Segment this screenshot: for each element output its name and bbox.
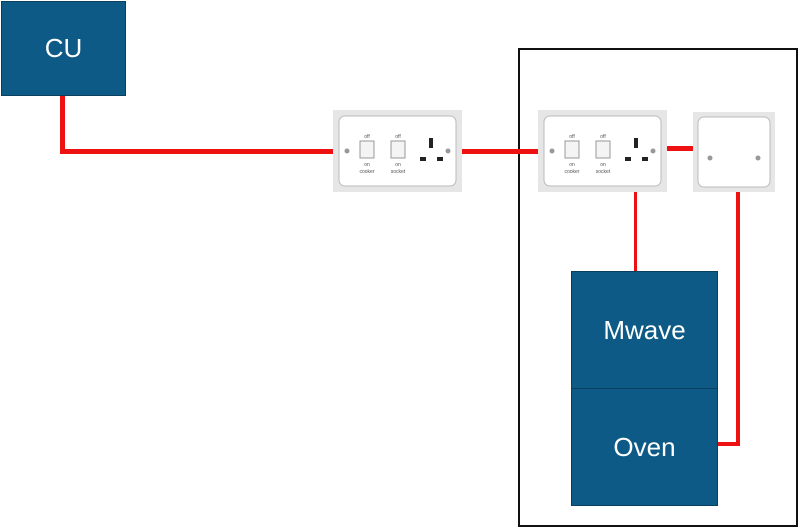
switch-label-off: off <box>364 134 370 140</box>
connection-plate <box>693 112 775 192</box>
screw-icon <box>549 148 555 154</box>
switch-label-off: off <box>395 134 401 140</box>
screw-icon <box>344 148 350 154</box>
cooker-switch-plate-2: off on cooker off on socket <box>538 110 667 192</box>
oven-label: Oven <box>613 431 676 462</box>
wire-connector-down <box>736 190 740 446</box>
screw-icon <box>445 148 451 154</box>
socket-earth-pin-icon <box>429 138 433 148</box>
wire-switch2-to-connector <box>666 146 694 151</box>
wire-to-oven <box>718 442 740 446</box>
switch-label-cooker: cooker <box>359 169 374 175</box>
wire-cu-to-switch1 <box>60 149 334 154</box>
switch-label-off: off <box>569 134 575 140</box>
wire-switch1-to-switch2 <box>461 149 539 154</box>
socket-pin-icon <box>625 157 631 161</box>
switch-label-on: on <box>600 162 606 168</box>
switch-label-off: off <box>600 134 606 140</box>
microwave-label: Mwave <box>603 314 686 345</box>
microwave-box: Mwave <box>571 271 718 389</box>
socket-rocker-switch[interactable] <box>595 140 611 159</box>
socket-pin-icon <box>642 157 648 161</box>
screw-icon <box>707 155 713 161</box>
socket-pin-icon <box>437 157 443 161</box>
screw-icon <box>755 155 761 161</box>
switch-label-on: on <box>364 162 370 168</box>
switch-label-socket: socket <box>596 169 611 175</box>
wire-cu-down <box>60 95 65 154</box>
socket-pin-icon <box>420 157 426 161</box>
screw-icon <box>650 148 656 154</box>
switch-label-on: on <box>395 162 401 168</box>
switch-label-cooker: cooker <box>564 169 579 175</box>
kitchen-enclosure <box>518 48 798 527</box>
cooker-rocker-switch[interactable] <box>359 140 375 159</box>
consumer-unit-label: CU <box>44 33 83 63</box>
socket-earth-pin-icon <box>634 138 638 148</box>
switch-label-socket: socket <box>391 169 406 175</box>
socket-rocker-switch[interactable] <box>390 140 406 159</box>
switch-label-on: on <box>569 162 575 168</box>
cooker-rocker-switch[interactable] <box>564 140 580 159</box>
wire-switch2-to-mwave <box>634 160 637 272</box>
consumer-unit-box: CU <box>1 1 126 96</box>
oven-box: Oven <box>571 388 718 506</box>
cooker-switch-plate-1: off on cooker off on socket <box>333 110 462 192</box>
